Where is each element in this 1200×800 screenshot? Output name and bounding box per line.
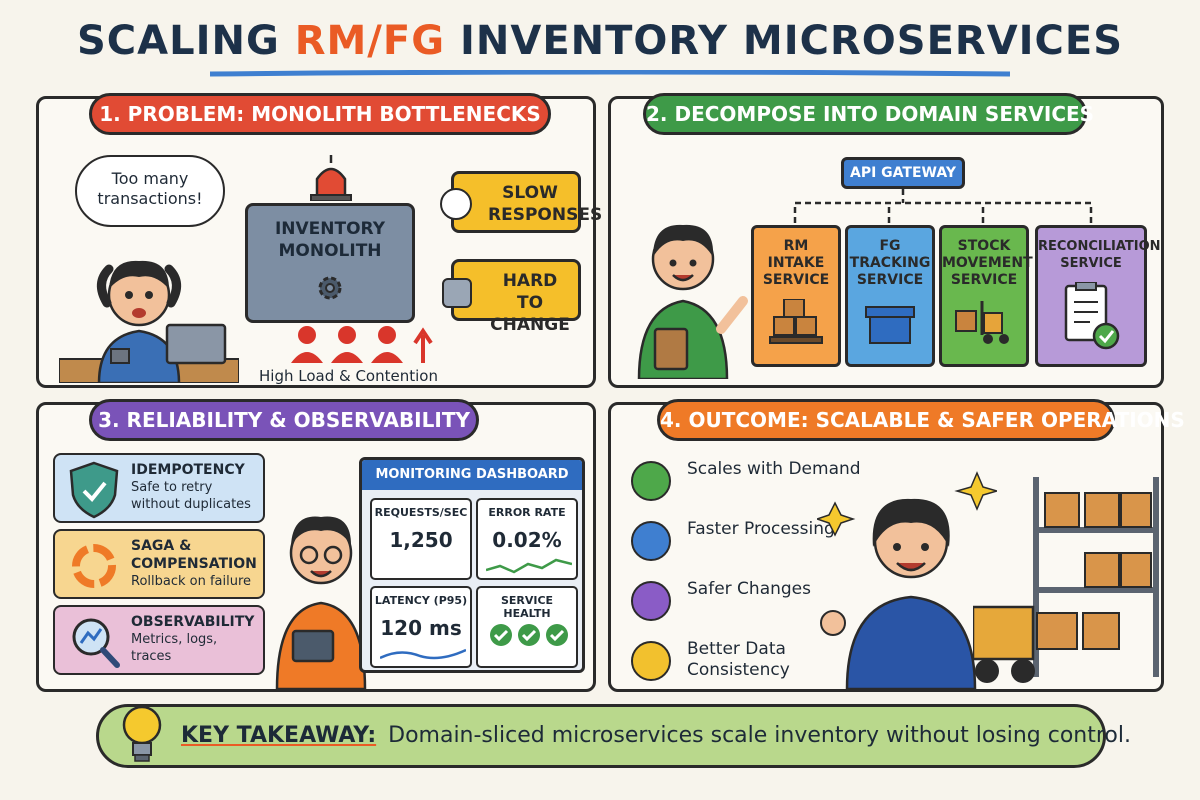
card-title: SAGA & COMPENSATION [131, 538, 257, 572]
main-title: SCALING RM/FG INVENTORY MICROSERVICES [0, 18, 1200, 64]
service-label: RM INTAKE SERVICE [762, 238, 830, 288]
dashboard-title: MONITORING DASHBOARD [362, 460, 582, 490]
boxes-on-pallet-icon [769, 298, 823, 344]
panel-outcome-title: 4. OUTCOME: SCALABLE & SAFER OPERATIONS [657, 399, 1185, 441]
service-rm-intake: RM INTAKE SERVICE [751, 225, 841, 367]
stressed-developer-illustration [59, 260, 239, 383]
card-observability: OBSERVABILITY Metrics, logs, traces [53, 605, 265, 675]
tile-error-rate: ERROR RATE 0.02% [476, 498, 578, 580]
card-desc: Metrics, logs, traces [131, 632, 218, 664]
warehouse-forklift-illustration [973, 477, 1159, 683]
tile-label: SERVICE HEALTH [500, 594, 554, 620]
growth-chart-icon [631, 461, 671, 501]
title-accent: RM/FG [294, 18, 446, 64]
tile-label: ERROR RATE [488, 506, 566, 519]
panel-problem-title: 1. PROBLEM: MONOLITH BOTTLENECKS [89, 93, 551, 135]
service-fg-tracking: FG TRACKING SERVICE [845, 225, 935, 367]
tile-value: 0.02% [492, 528, 562, 552]
magnifier-chart-icon [72, 618, 120, 668]
issue-hard-to-change: HARD TO CHANGE [442, 259, 581, 335]
card-idempotency: IDEMPOTENCY Safe to retry without duplic… [53, 453, 265, 523]
forklift-icon [955, 301, 1009, 344]
service-label: STOCK MOVEMENT SERVICE [942, 238, 1033, 288]
issue-slow-responses: SLOW RESPONSES [440, 171, 602, 233]
card-title: OBSERVABILITY [131, 614, 255, 630]
tile-service-health: SERVICE HEALTH [476, 586, 578, 668]
engineer-with-tablet-illustration [275, 516, 367, 689]
panel-reliability: 3. RELIABILITY & OBSERVABILITY IDEMPOTEN… [36, 399, 596, 692]
takeaway-label: KEY TAKEAWAY: [181, 723, 377, 748]
lightbulb-icon [122, 705, 162, 762]
issue-label: SLOW RESPONSES [488, 183, 603, 225]
clock-icon [440, 188, 472, 220]
tile-label: REQUESTS/SEC [374, 506, 468, 519]
title-underline [210, 70, 1010, 77]
clipboard-check-icon [1064, 281, 1120, 350]
speech-bubble: Too many transactions! [75, 155, 225, 227]
inventory-monolith-box: INVENTORY MONOLITH [245, 203, 415, 323]
clock-icon [631, 521, 671, 561]
api-gateway: API GATEWAY [841, 157, 965, 189]
panel-outcome: 4. OUTCOME: SCALABLE & SAFER OPERATIONS … [608, 399, 1185, 692]
card-saga: SAGA & COMPENSATION Rollback on failure [53, 529, 265, 599]
key-takeaway-banner: KEY TAKEAWAY: Domain-sliced microservices… [96, 704, 1131, 768]
outcome-faster: Faster Processing [687, 519, 835, 539]
tile-label: LATENCY (P95) [374, 594, 468, 607]
monitoring-dashboard: MONITORING DASHBOARD REQUESTS/SEC 1,250 … [359, 457, 585, 673]
shield-check-icon [69, 461, 119, 519]
service-stock-movement: STOCK MOVEMENT SERVICE [939, 225, 1033, 367]
service-reconciliation: RECONCILIATION SERVICE [1035, 225, 1161, 367]
service-label: RECONCILIATION SERVICE [1038, 239, 1161, 271]
alarm-siren-icon [310, 155, 352, 201]
outcome-safer: Safer Changes [687, 579, 811, 599]
tile-requests: REQUESTS/SEC 1,250 [370, 498, 472, 580]
user-crowd-icon [291, 326, 433, 363]
wrench-icon [442, 278, 472, 308]
monolith-label: INVENTORY MONOLITH [274, 219, 386, 261]
issue-label: HARD TO CHANGE [490, 271, 570, 335]
outcome-consistency: Better Data Consistency [687, 639, 790, 680]
tile-value: 1,250 [389, 528, 453, 552]
panel-reliability-title: 3. RELIABILITY & OBSERVABILITY [89, 399, 479, 441]
card-title: IDEMPOTENCY [131, 462, 245, 478]
panel-decompose: 2. DECOMPOSE INTO DOMAIN SERVICES API GA… [608, 93, 1164, 388]
outcome-scales: Scales with Demand [687, 459, 861, 479]
takeaway-text: Domain-sliced microservices scale invent… [388, 723, 1132, 748]
load-label: High Load & Contention [259, 367, 438, 385]
tile-latency: LATENCY (P95) 120 ms [370, 586, 472, 668]
service-label: FG TRACKING SERVICE [849, 238, 931, 288]
cycle-arrows-icon [72, 544, 116, 588]
panel-problem: 1. PROBLEM: MONOLITH BOTTLENECKS Too man… [36, 93, 602, 388]
panel-decompose-title: 2. DECOMPOSE INTO DOMAIN SERVICES [643, 93, 1094, 135]
title-part-2: INVENTORY MICROSERVICES [445, 18, 1124, 64]
latency-sparkline [380, 648, 466, 660]
shield-icon [631, 581, 671, 621]
check-circle-icon [631, 641, 671, 681]
card-desc: Rollback on failure [131, 574, 252, 589]
happy-worker-illustration [817, 471, 997, 689]
title-part-1: SCALING [76, 18, 295, 64]
error-sparkline [486, 558, 572, 574]
card-desc: Safe to retry without duplicates [131, 480, 251, 512]
gear-icon [318, 276, 342, 300]
bin-icon [865, 306, 915, 344]
health-checks-icon [490, 624, 568, 646]
tile-value: 120 ms [380, 616, 462, 640]
engineer-with-clipboard-illustration [637, 224, 748, 379]
